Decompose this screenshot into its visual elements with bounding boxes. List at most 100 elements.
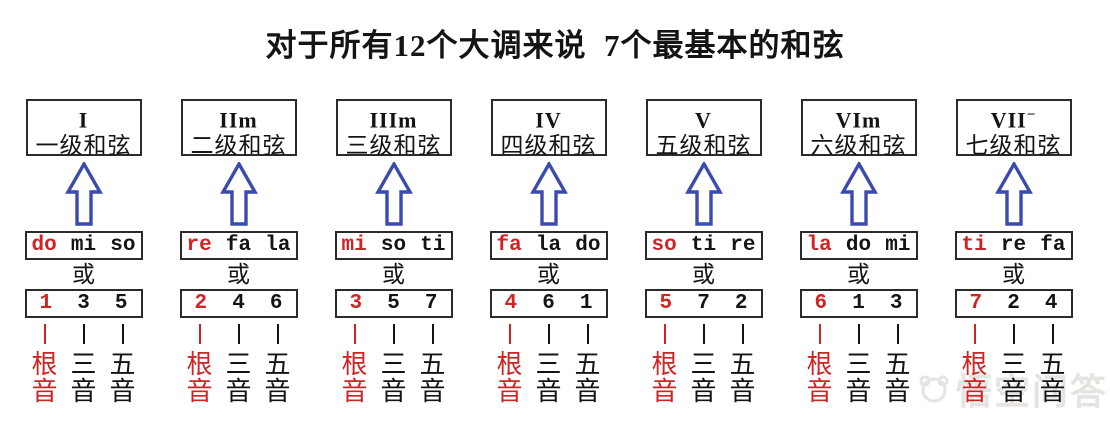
third-tone-label: 三 音 <box>225 324 253 405</box>
chord-degree-box: VII− 七级和弦 <box>955 99 1072 159</box>
or-label: 或 <box>72 262 95 287</box>
or-label: 或 <box>847 262 870 287</box>
fifth-tone-label: 五 音 <box>729 324 757 405</box>
solfege-fifth-note: mi <box>885 234 911 257</box>
fifth-tone-label: 五 音 <box>264 324 292 405</box>
solfege-root-note: la <box>806 234 832 257</box>
fifth-tone-label: 五 音 <box>884 324 912 405</box>
or-label: 或 <box>382 262 405 287</box>
scale-degree-box: 7 2 4 <box>954 289 1073 318</box>
chord-roman-numeral: IIIm <box>369 107 418 133</box>
connector-line <box>431 324 434 344</box>
chord-chinese-name: 二级和弦 <box>190 133 287 159</box>
solfege-fifth-note: ti <box>420 234 446 257</box>
degree-root-number: 7 <box>969 292 983 315</box>
watermark: 悟空问答 <box>917 363 1108 415</box>
page-title: 对于所有12个大调来说 7个最基本的和弦 <box>265 28 845 63</box>
wukong-monkey-icon <box>919 375 949 403</box>
solfege-root-note: re <box>186 234 212 257</box>
degree-root-number: 4 <box>504 292 518 315</box>
degree-third-number: 6 <box>542 292 555 315</box>
root-tone-label: 根 音 <box>341 324 369 405</box>
connector-line <box>547 324 550 344</box>
chord-chinese-name: 三级和弦 <box>345 133 442 159</box>
degree-root-number: 5 <box>659 292 673 315</box>
or-label: 或 <box>537 262 560 287</box>
third-tone-label: 三 音 <box>380 324 408 405</box>
fifth-tone-label: 五 音 <box>419 324 447 405</box>
connector-line <box>43 324 46 344</box>
degree-third-number: 1 <box>852 292 865 315</box>
fifth-tone-label: 五 音 <box>1039 324 1067 405</box>
diminished-superscript: − <box>1026 107 1037 123</box>
chord-degree-box: IIIm 三级和弦 <box>335 99 452 159</box>
connector-line <box>896 324 899 344</box>
chord-roman-numeral: V <box>695 107 712 133</box>
degree-root-number: 2 <box>194 292 208 315</box>
solfege-fifth-note: so <box>110 234 136 257</box>
degree-fifth-number: 5 <box>114 292 128 315</box>
third-tone-label: 三 音 <box>535 324 563 405</box>
solfege-root-note: do <box>31 234 57 257</box>
chord-degree-box: IIm 二级和弦 <box>180 99 297 159</box>
tone-labels: 根 音 三 音 五 音 <box>25 324 143 405</box>
connector-line <box>857 324 860 344</box>
connector-line <box>353 324 356 344</box>
connector-line <box>586 324 589 344</box>
scale-degree-box: 6 1 3 <box>799 289 918 318</box>
or-label: 或 <box>692 262 715 287</box>
root-tone-label: 根 音 <box>651 324 679 405</box>
up-arrow-icon <box>64 162 103 226</box>
chord-chinese-name: 一级和弦 <box>35 133 132 159</box>
or-label: 或 <box>227 262 250 287</box>
chord-chinese-name: 七级和弦 <box>965 133 1062 159</box>
root-tone-label: 根 音 <box>186 324 214 405</box>
solfege-root-note: ti <box>961 234 987 257</box>
solfege-fifth-note: do <box>575 234 601 257</box>
chord-chinese-name: 四级和弦 <box>500 133 597 159</box>
solfege-fifth-note: la <box>265 234 291 257</box>
third-tone-label: 三 音 <box>70 324 98 405</box>
solfege-root-note: so <box>651 234 677 257</box>
connector-line <box>508 324 511 344</box>
degree-fifth-number: 7 <box>424 292 438 315</box>
or-label: 或 <box>1002 262 1025 287</box>
degree-third-number: 4 <box>232 292 245 315</box>
degree-third-number: 7 <box>697 292 710 315</box>
solfege-fifth-note: fa <box>1040 234 1066 257</box>
up-arrow-icon <box>529 162 568 226</box>
root-tone-label: 根 音 <box>496 324 524 405</box>
solfege-third-note: fa <box>225 234 252 257</box>
degree-third-number: 2 <box>1007 292 1020 315</box>
solfege-third-note: la <box>535 234 562 257</box>
up-arrow-icon <box>839 162 878 226</box>
solfege-third-note: mi <box>70 234 97 257</box>
connector-line <box>121 324 124 344</box>
connector-line <box>82 324 85 344</box>
connector-line <box>973 324 976 344</box>
degree-root-number: 6 <box>814 292 828 315</box>
chord-roman-numeral: VIm <box>835 107 882 133</box>
up-arrow-icon <box>374 162 413 226</box>
root-tone-label: 根 音 <box>31 324 59 405</box>
degree-fifth-number: 4 <box>1044 292 1058 315</box>
degree-fifth-number: 3 <box>889 292 903 315</box>
connector-line <box>198 324 201 344</box>
connector-line <box>392 324 395 344</box>
chord-degree-box: V 五级和弦 <box>645 99 762 158</box>
solfege-fifth-note: re <box>730 234 756 257</box>
third-tone-label: 三 音 <box>845 324 873 405</box>
